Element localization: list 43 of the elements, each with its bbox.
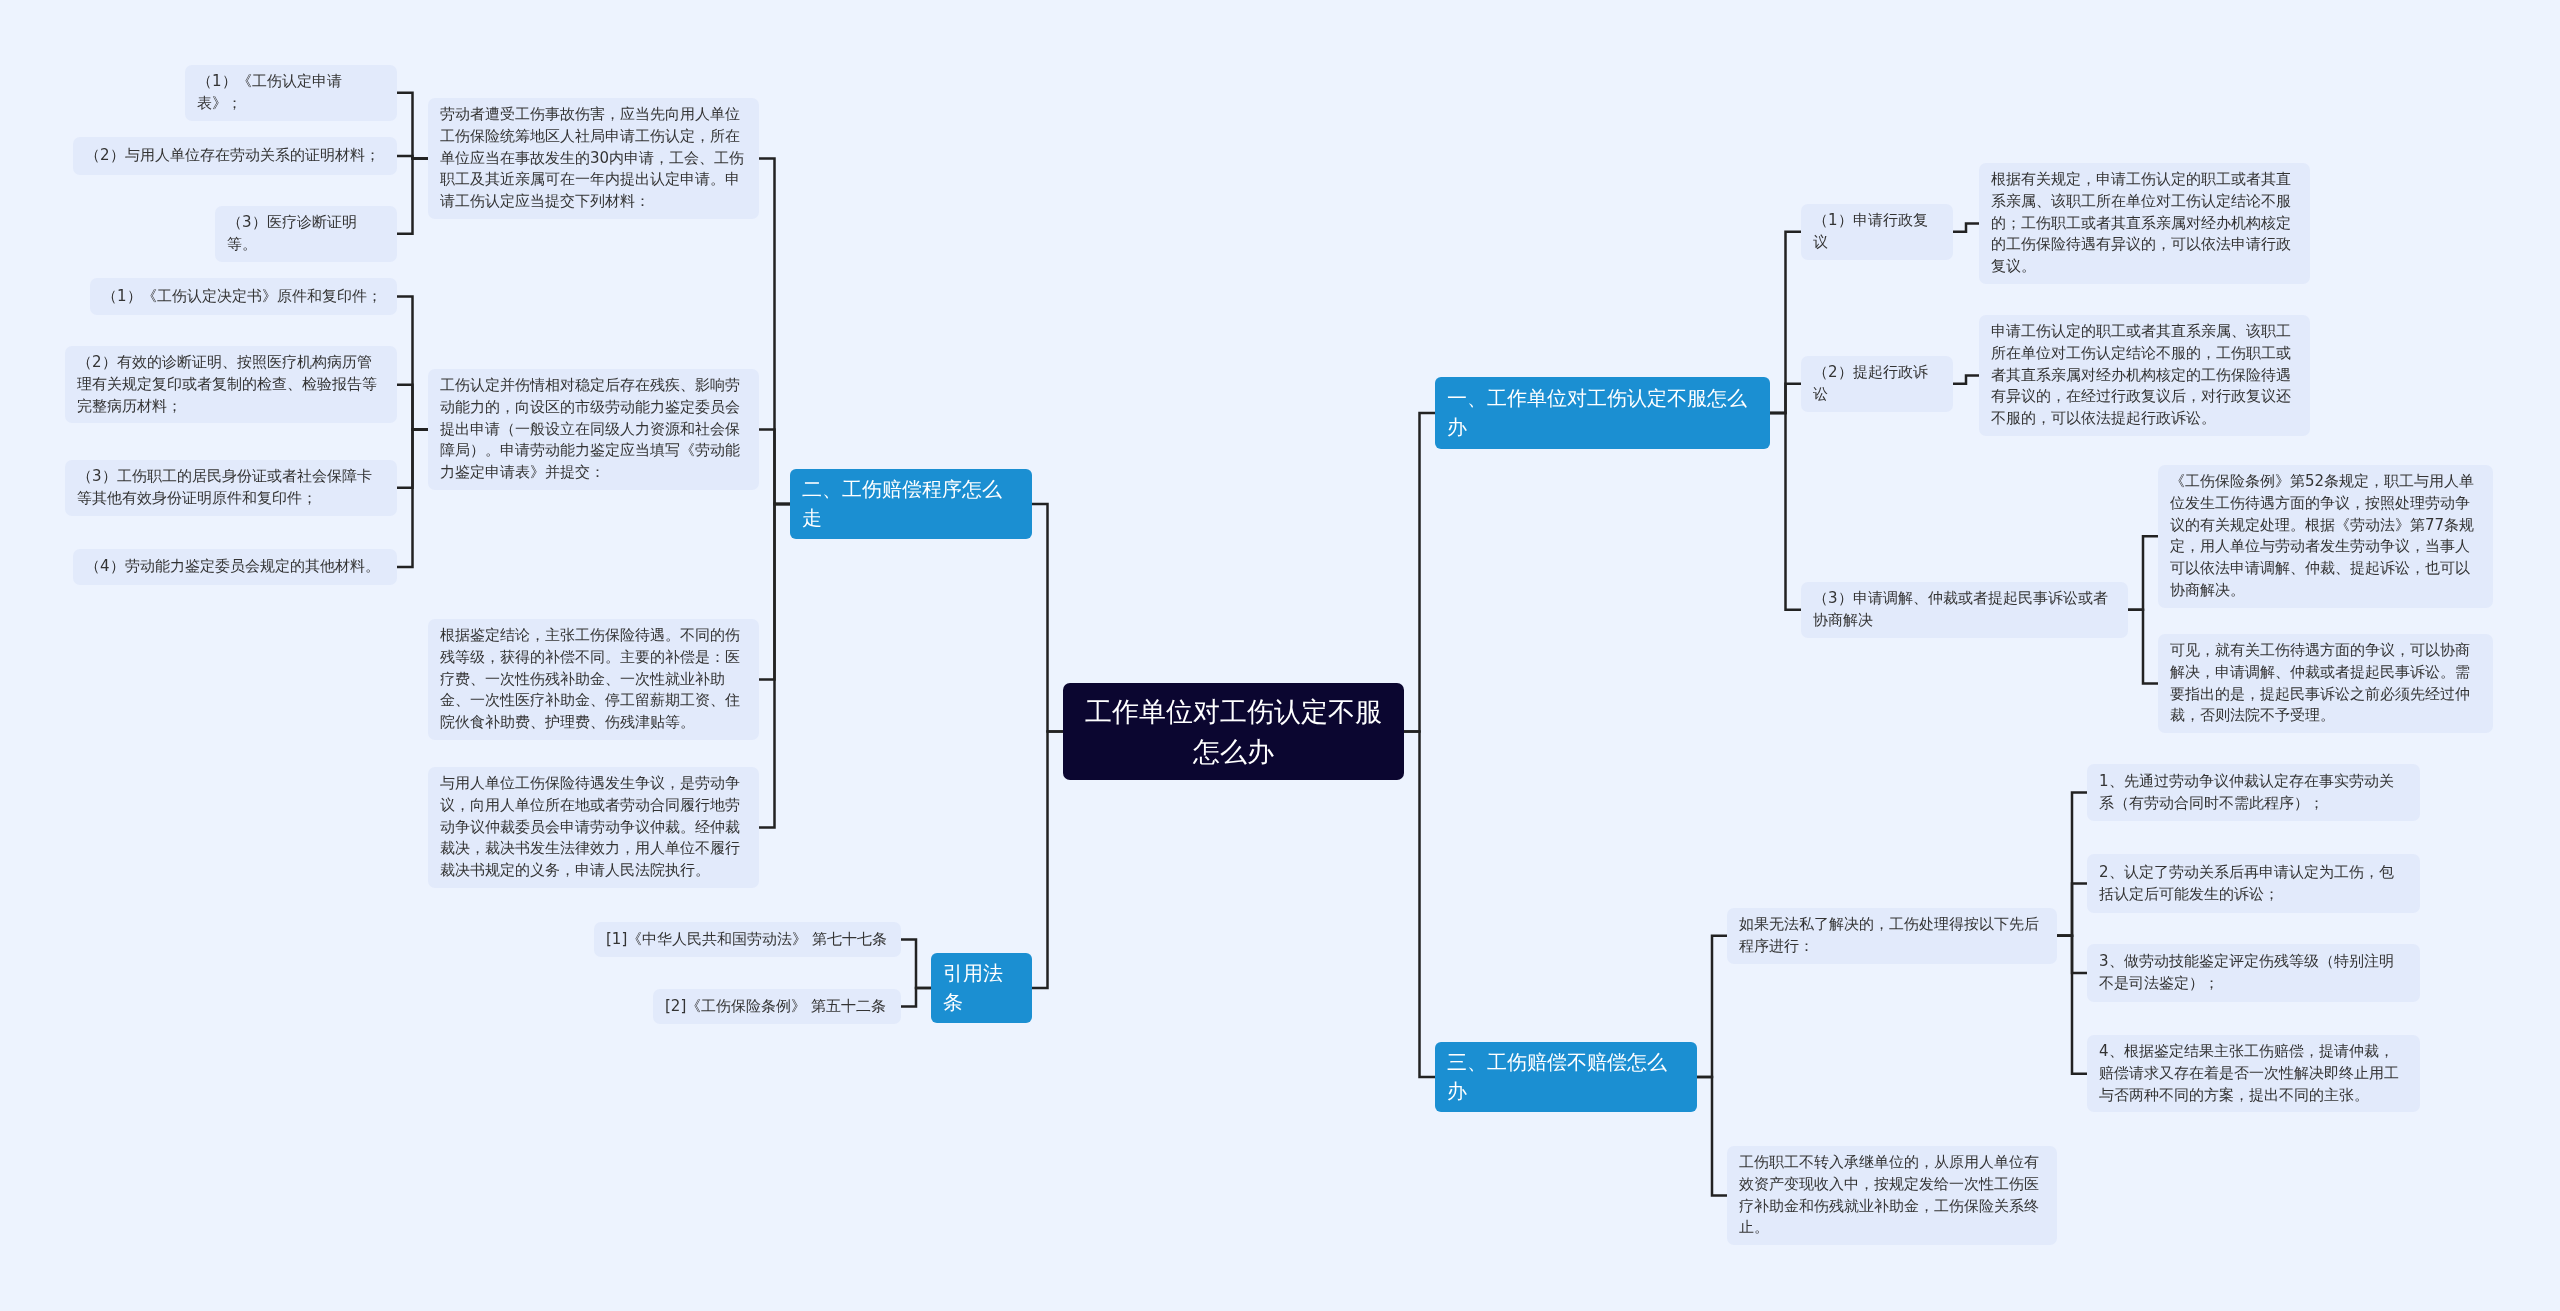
topic-box: 工伤认定并伤情相对稳定后存在残疾、影响劳动能力的，向设区的市级劳动能力鉴定委员会提出申请（一般设立在同级人力资源和社会保障局）。申请劳动能力鉴定应当填写《劳动能力鉴定申请表》并提交：: [428, 369, 759, 490]
central-topic: 工作单位对工伤认定不服怎么办: [1063, 683, 1404, 780]
topic-box: （2）提起行政诉讼: [1801, 356, 1953, 412]
connector-line: [1404, 730, 1435, 1079]
topic-box: [2]《工伤保险条例》 第五十二条: [653, 989, 901, 1024]
topic-box: （1）《工伤认定决定书》原件和复印件；: [90, 278, 397, 315]
connector-line: [397, 428, 428, 569]
topic-box: 2、认定了劳动关系后再申请认定为工伤，包括认定后可能发生的诉讼；: [2087, 854, 2420, 913]
branch-topic: 引用法条: [931, 953, 1032, 1023]
connector-line: [1770, 411, 1801, 611]
topic-box: 根据鉴定结论，主张工伤保险待遇。不同的伤残等级，获得的补偿不同。主要的补偿是：医疗费、一次性伤残补助金、一次性就业补助金、一次性医疗补助金、停工留薪期工资、住院伙食补助费、护理费、伤残津贴等。: [428, 619, 759, 740]
branch-topic: 三、工伤赔偿不赔偿怎么办: [1435, 1042, 1697, 1112]
topic-box: （3）工伤职工的居民身份证或者社会保障卡等其他有效身份证明原件和复印件；: [65, 460, 397, 516]
topic-box: 4、根据鉴定结果主张工伤赔偿，提请仲裁，赔偿请求又存在着是否一次性解决即终止用工与否两种不同的方案，提出不同的主张。: [2087, 1035, 2420, 1113]
topic-box: （3）申请调解、仲裁或者提起民事诉讼或者协商解决: [1801, 582, 2128, 638]
connector-line: [759, 502, 790, 829]
connector-line: [901, 986, 931, 1008]
topic-box: [1]《中华人民共和国劳动法》 第七十七条: [594, 922, 901, 957]
topic-box: （1）申请行政复议: [1801, 204, 1953, 260]
topic-box: 3、做劳动技能鉴定评定伤残等级（特别注明不是司法鉴定）；: [2087, 944, 2420, 1002]
connector-line: [1697, 1075, 1727, 1197]
topic-box: 与用人单位工伤保险待遇发生争议，是劳动争议，向用人单位所在地或者劳动合同履行地劳动争议仲裁委员会申请劳动争议仲裁。经仲裁裁决，裁决书发生法律效力，用人单位不履行裁决书规定的义务，申请人民法院执行。: [428, 767, 759, 888]
connector-line: [2128, 608, 2158, 685]
topic-box: （4）劳动能力鉴定委员会规定的其他材料。: [73, 549, 397, 585]
topic-box: 劳动者遭受工伤事故伤害，应当先向用人单位工伤保险统筹地区人社局申请工伤认定，所在单位应当在事故发生的30内申请，工会、工伤职工及其近亲属可在一年内提出认定申请。申请工伤认定应当提交下列材料：: [428, 98, 759, 219]
topic-box: 1、先通过劳动争议仲裁认定存在事实劳动关系（有劳动合同时不需此程序）；: [2087, 764, 2420, 821]
topic-box: 可见，就有关工伤待遇方面的争议，可以协商解决，申请调解、仲裁或者提起民事诉讼。需要指出的是，提起民事诉讼之前必须先经过仲裁，否则法院不予受理。: [2158, 634, 2493, 733]
connector-line: [397, 157, 428, 235]
topic-box: （2）有效的诊断证明、按照医疗机构病历管理有关规定复印或者复制的检查、检验报告等完整病历材料；: [65, 346, 397, 424]
connector-line: [1032, 730, 1063, 990]
topic-box: 工伤职工不转入承继单位的，从原用人单位有效资产变现收入中，按规定发给一次性工伤医疗补助金和伤残就业补助金，工伤保险关系终止。: [1727, 1146, 2057, 1245]
branch-topic: 一、工作单位对工伤认定不服怎么办: [1435, 377, 1770, 449]
branch-topic: 二、工伤赔偿程序怎么走: [790, 469, 1032, 539]
connector-line: [1953, 222, 1979, 233]
topic-box: （2）与用人单位存在劳动关系的证明材料；: [73, 137, 397, 175]
topic-box: 如果无法私了解决的，工伤处理得按以下先后程序进行：: [1727, 908, 2057, 964]
connector-line: [2057, 934, 2087, 1075]
topic-box: （1）《工伤认定申请表》；: [185, 65, 397, 121]
topic-box: 申请工伤认定的职工或者其直系亲属、该职工所在单位对工伤认定结论不服的，工伤职工或者其直系亲属对经办机构核定的工伤保险待遇有异议的，在经过行政复议后，对行政复议还不服的，可以依法提起行政诉讼。: [1979, 315, 2310, 436]
topic-box: （3）医疗诊断证明等。: [215, 206, 397, 262]
topic-box: 根据有关规定，申请工伤认定的职工或者其直系亲属、该职工所在单位对工伤认定结论不服的；工伤职工或者其直系亲属对经办机构核定的工伤保险待遇有异议的，可以依法申请行政复议。: [1979, 163, 2310, 284]
topic-box: 《工伤保险条例》第52条规定，职工与用人单位发生工伤待遇方面的争议，按照处理劳动争议的有关规定处理。根据《劳动法》第77条规定，用人单位与劳动者发生劳动争议，当事人可以依法申请调解、仲裁、提起诉讼，也可以协商解决。: [2158, 465, 2493, 608]
connector-line: [1953, 374, 1979, 385]
